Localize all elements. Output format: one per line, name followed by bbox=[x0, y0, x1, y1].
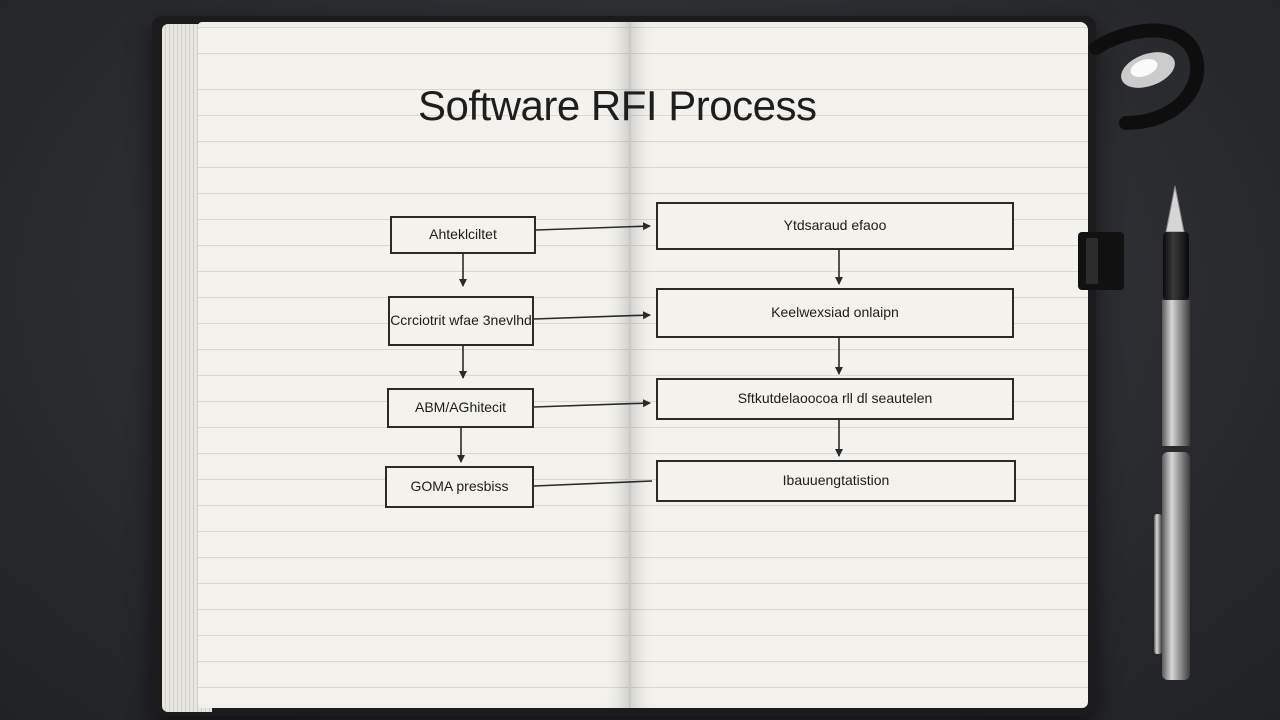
left-step-4: GOMA presbiss bbox=[385, 466, 534, 508]
right-step-2: Keelwexsiad onlaipn bbox=[656, 288, 1014, 338]
left-step-3-label: ABM/AGhitecit bbox=[414, 399, 507, 416]
left-step-1-label: Ahteklciltet bbox=[429, 226, 497, 243]
left-step-4-label: GOMA presbiss bbox=[410, 478, 509, 495]
left-step-2: Ccrciotrit wfae 3nevlhd bbox=[388, 296, 534, 346]
left-page bbox=[198, 22, 630, 708]
left-step-1: Ahteklciltet bbox=[390, 216, 536, 254]
elastic-band-icon bbox=[1089, 23, 1205, 130]
notebook-gutter bbox=[629, 22, 631, 708]
right-step-2-label: Keelwexsiad onlaipn bbox=[771, 304, 899, 321]
right-page bbox=[630, 22, 1088, 708]
fountain-pen-icon bbox=[1154, 185, 1190, 680]
right-step-1: Ytdsaraud efaoo bbox=[656, 202, 1014, 250]
right-step-4: Ibauuengtatistion bbox=[656, 460, 1016, 502]
left-step-2-label: Ccrciotrit wfae 3nevlhd bbox=[390, 312, 532, 329]
left-step-3: ABM/AGhitecit bbox=[387, 388, 534, 428]
bookmark-tab-icon bbox=[1078, 232, 1124, 290]
right-step-3: Sftkutdelaoocoa rll dl seautelen bbox=[656, 378, 1014, 420]
diagram-title: Software RFI Process bbox=[418, 82, 817, 129]
right-step-3-label: Sftkutdelaoocoa rll dl seautelen bbox=[737, 390, 933, 407]
right-step-4-label: Ibauuengtatistion bbox=[782, 472, 890, 489]
right-step-1-label: Ytdsaraud efaoo bbox=[783, 217, 887, 234]
